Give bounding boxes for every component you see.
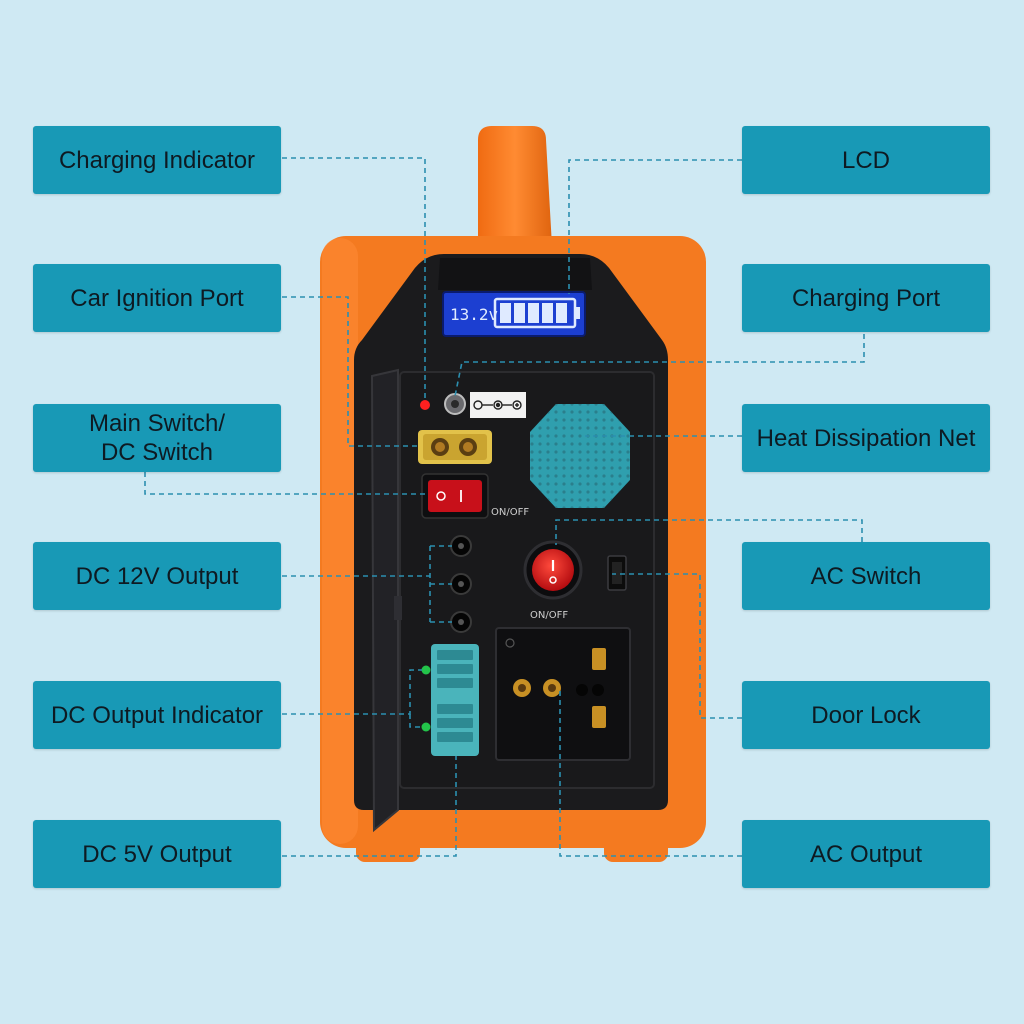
main-switch-rocker — [428, 480, 482, 512]
label-heat-dissipation-net: Heat Dissipation Net — [742, 404, 990, 472]
ac-switch-onoff-text: ON/OFF — [530, 610, 568, 621]
lcd-voltage-readout: 13.2v — [450, 305, 498, 324]
lcd-battery-icon — [493, 297, 580, 329]
dc-12v-sockets — [450, 535, 472, 633]
label-lcd: LCD — [742, 126, 990, 194]
label-dc-5v-output: DC 5V Output — [33, 820, 281, 888]
label-door-lock: Door Lock — [742, 681, 990, 749]
label-dc-12v-output: DC 12V Output — [33, 542, 281, 610]
charging-indicator-led — [420, 400, 430, 410]
label-ac-output: AC Output — [742, 820, 990, 888]
label-main-switch: Main Switch/ DC Switch — [33, 404, 281, 472]
dc-output-indicator-1 — [421, 665, 431, 675]
label-charging-indicator: Charging Indicator — [33, 126, 281, 194]
label-charging-port: Charging Port — [742, 264, 990, 332]
carry-handle — [478, 126, 552, 246]
dc-output-indicator-2 — [421, 722, 431, 732]
dc-switch-onoff-text: ON/OFF — [491, 507, 529, 518]
label-car-ignition-port: Car Ignition Port — [33, 264, 281, 332]
label-dc-output-indicator: DC Output Indicator — [33, 681, 281, 749]
label-ac-switch: AC Switch — [742, 542, 990, 610]
